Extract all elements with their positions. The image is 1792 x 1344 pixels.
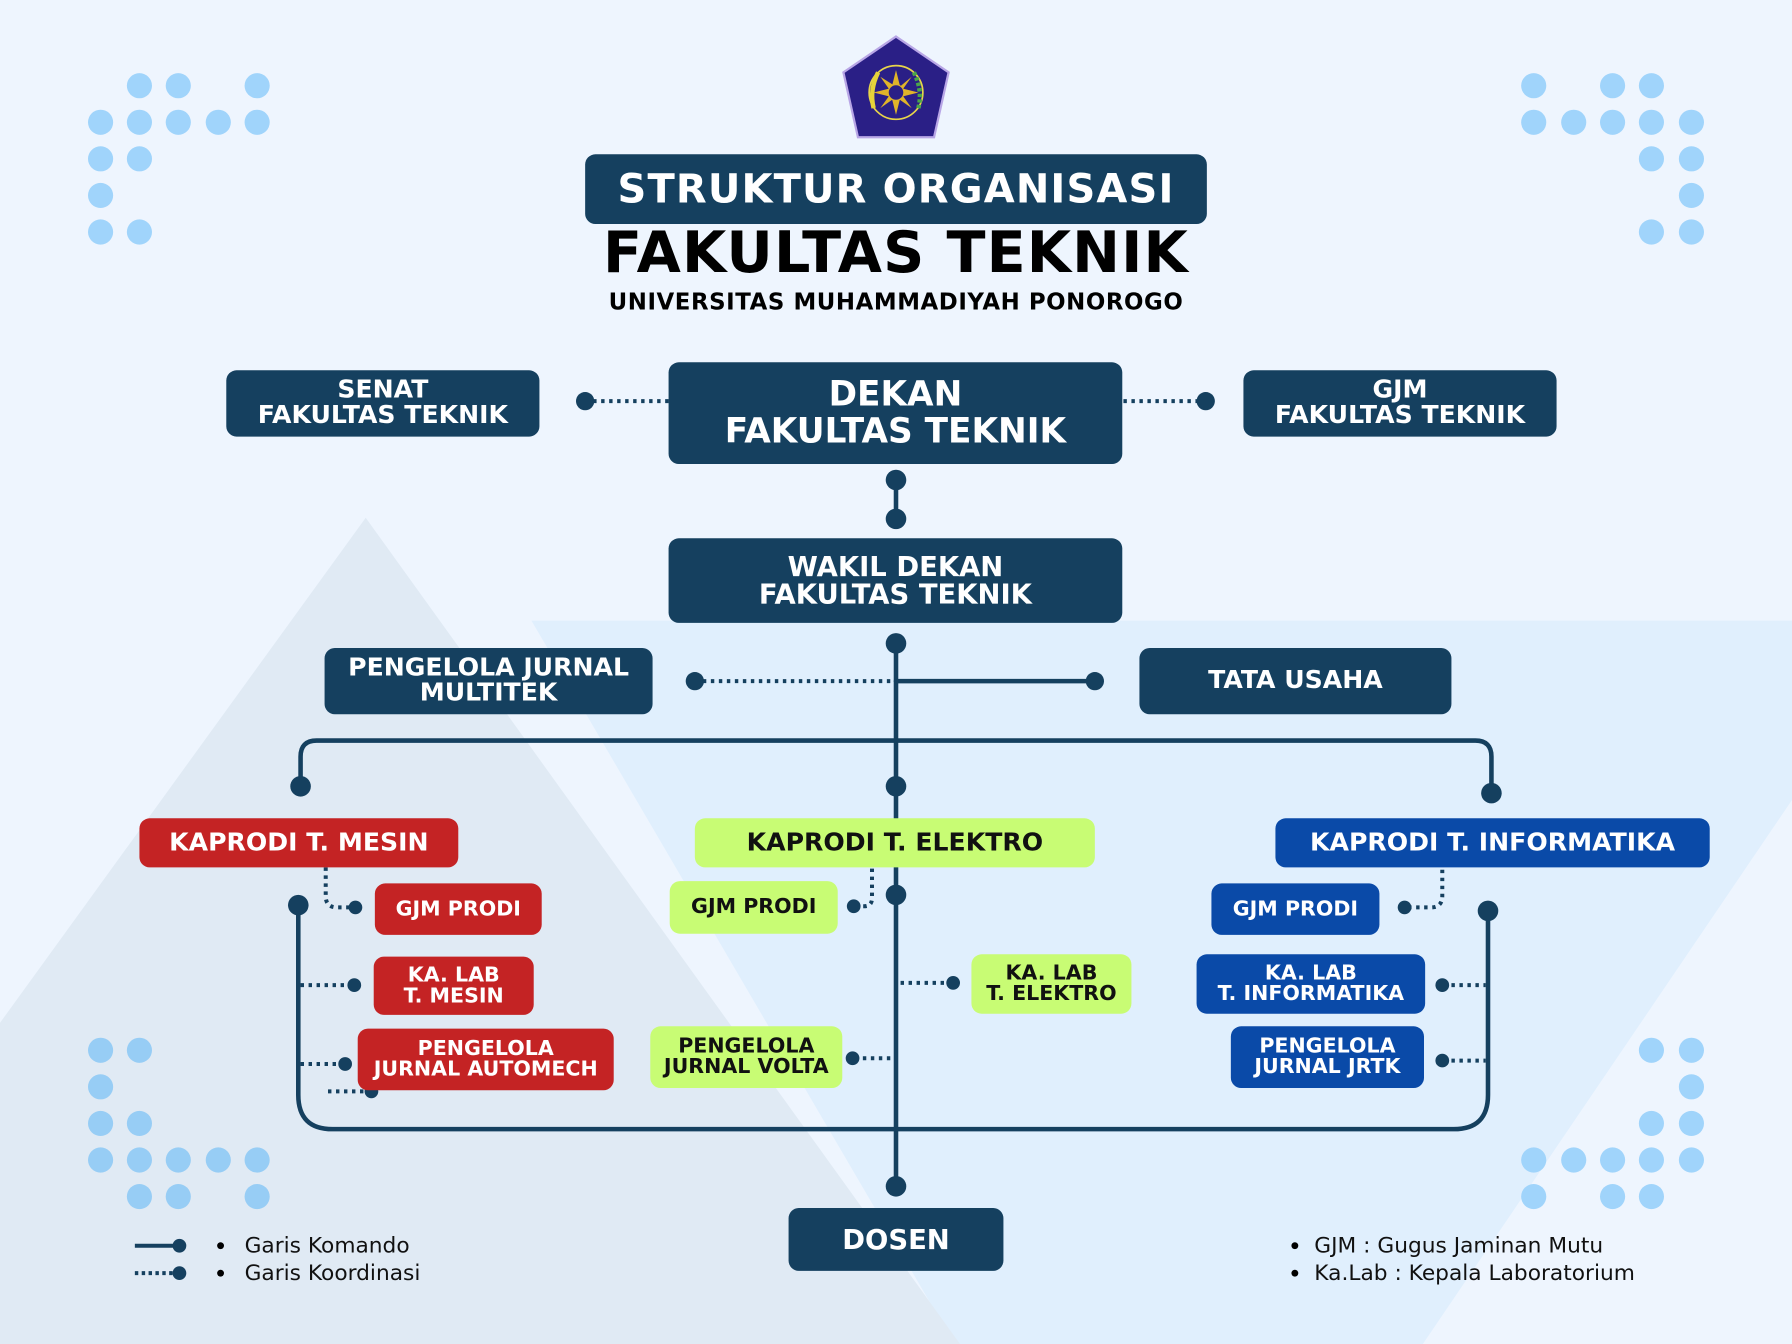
node-multitek-line2: MULTITEK: [419, 678, 558, 708]
node-tata-usaha[interactable]: TATA USAHA: [1139, 647, 1452, 715]
jurnal-volta-line2: JURNAL VOLTA: [663, 1054, 829, 1079]
node-pengelola-jurnal-multitek[interactable]: PENGELOLA JURNAL MULTITEK: [324, 647, 653, 715]
dosen-label: DOSEN: [842, 1223, 950, 1256]
node-kalab-elektro[interactable]: KA. LAB T. ELEKTRO: [971, 954, 1132, 1014]
node-senat-line1: SENAT: [337, 375, 429, 405]
node-kaprodi-informatika[interactable]: KAPRODI T. INFORMATIKA: [1275, 818, 1710, 868]
dot-cluster-top-left: [87, 73, 270, 245]
banner-title: STRUKTUR ORGANISASI: [585, 154, 1207, 224]
jurnal-automech-line2: JURNAL AUTOMECH: [373, 1057, 598, 1082]
kaprodi-mesin-label: KAPRODI T. MESIN: [169, 827, 429, 857]
legend-abbr-gjm-label: GJM : Gugus Jaminan Mutu: [1314, 1233, 1604, 1259]
page-subtitle: UNIVERSITAS MUHAMMADIYAH PONOROGO: [608, 287, 1184, 316]
dot-cluster-bottom-left: [87, 1037, 270, 1210]
dot-cluster-top-right: [1521, 73, 1704, 245]
jurnal-jrtk-line1: PENGELOLA: [1259, 1034, 1396, 1059]
kaprodi-elektro-label: KAPRODI T. ELEKTRO: [746, 827, 1044, 857]
node-dosen[interactable]: DOSEN: [788, 1207, 1004, 1271]
kalab-elektro-line2: T. ELEKTRO: [986, 981, 1117, 1006]
connector-dots: [287, 391, 1502, 1197]
bullet-icon: [1291, 1242, 1299, 1250]
jurnal-volta-line1: PENGELOLA: [678, 1034, 815, 1059]
university-crest-icon: [842, 35, 950, 139]
node-jurnal-jrtk[interactable]: PENGELOLA JURNAL JRTK: [1230, 1026, 1424, 1088]
dotted-line-icon: [134, 1266, 187, 1280]
node-tata-usaha-label: TATA USAHA: [1208, 666, 1383, 695]
legend-abbr-kalab-label: Ka.Lab : Kepala Laboratorium: [1314, 1260, 1635, 1286]
node-gjm-prodi-elektro[interactable]: GJM PRODI: [669, 881, 838, 934]
legend-abbr-kalab: Ka.Lab : Kepala Laboratorium: [1291, 1259, 1635, 1286]
node-senat[interactable]: SENAT FAKULTAS TEKNIK: [226, 370, 540, 437]
node-wakil-dekan[interactable]: WAKIL DEKAN FAKULTAS TEKNIK: [668, 538, 1123, 623]
dot-cluster-bottom-right: [1521, 1037, 1704, 1210]
gjm-prodi-elektro-label: GJM PRODI: [691, 894, 817, 919]
node-kalab-mesin[interactable]: KA. LAB T. MESIN: [373, 956, 534, 1015]
node-gjm-line2: FAKULTAS TEKNIK: [1274, 401, 1526, 430]
node-wakil-dekan-line2: FAKULTAS TEKNIK: [758, 578, 1032, 611]
node-wakil-dekan-line1: WAKIL DEKAN: [787, 550, 1004, 583]
node-multitek-line1: PENGELOLA JURNAL: [348, 653, 629, 683]
kalab-informatika-line2: T. INFORMATIKA: [1217, 981, 1405, 1006]
node-dekan-line1: DEKAN: [828, 374, 963, 415]
node-gjm-prodi-informatika[interactable]: GJM PRODI: [1211, 883, 1380, 935]
jurnal-jrtk-line2: JURNAL JRTK: [1254, 1054, 1401, 1079]
bullet-icon: [217, 1269, 224, 1277]
legend-komando-label: Garis Komando: [244, 1233, 410, 1259]
node-kaprodi-elektro[interactable]: KAPRODI T. ELEKTRO: [694, 818, 1095, 868]
node-senat-line2: FAKULTAS TEKNIK: [257, 401, 508, 430]
node-jurnal-automech[interactable]: PENGELOLA JURNAL AUTOMECH: [357, 1028, 614, 1091]
legend-line-types: Garis Komando Garis Koordinasi: [133, 1232, 421, 1287]
bullet-icon: [1291, 1269, 1299, 1277]
legend-abbreviations: GJM : Gugus Jaminan Mutu Ka.Lab : Kepala…: [1291, 1232, 1635, 1287]
node-kalab-informatika[interactable]: KA. LAB T. INFORMATIKA: [1196, 954, 1426, 1014]
coordination-lines: [300, 399, 1486, 1094]
legend-koordinasi-label: Garis Koordinasi: [244, 1260, 421, 1286]
kaprodi-informatika-label: KAPRODI T. INFORMATIKA: [1310, 827, 1676, 857]
kalab-mesin-line1: KA. LAB: [407, 962, 500, 987]
legend-abbr-gjm: GJM : Gugus Jaminan Mutu: [1291, 1232, 1634, 1259]
node-gjm-prodi-mesin[interactable]: GJM PRODI: [374, 883, 542, 935]
node-dekan-line2: FAKULTAS TEKNIK: [724, 410, 1067, 451]
legend-item-komando: Garis Komando: [133, 1232, 421, 1259]
kalab-elektro-line1: KA. LAB: [1005, 961, 1098, 986]
solid-line-icon: [134, 1238, 187, 1253]
node-gjm-line1: GJM: [1372, 375, 1428, 405]
node-kaprodi-mesin[interactable]: KAPRODI T. MESIN: [139, 818, 459, 868]
legend-item-koordinasi: Garis Koordinasi: [133, 1259, 421, 1286]
gjm-prodi-informatika-label: GJM PRODI: [1232, 896, 1359, 921]
node-dekan[interactable]: DEKAN FAKULTAS TEKNIK: [668, 362, 1123, 464]
jurnal-automech-line1: PENGELOLA: [417, 1036, 554, 1061]
page-title: FAKULTAS TEKNIK: [603, 219, 1189, 286]
node-jurnal-volta[interactable]: PENGELOLA JURNAL VOLTA: [650, 1026, 843, 1088]
gjm-prodi-mesin-label: GJM PRODI: [395, 896, 521, 921]
kalab-mesin-line2: T. MESIN: [403, 983, 504, 1008]
command-lines: [295, 477, 1494, 1189]
bullet-icon: [217, 1242, 224, 1250]
bg-panel-right: [531, 620, 1792, 1344]
node-gjm-fakultas[interactable]: GJM FAKULTAS TEKNIK: [1243, 370, 1557, 437]
kalab-informatika-line1: KA. LAB: [1264, 961, 1357, 986]
